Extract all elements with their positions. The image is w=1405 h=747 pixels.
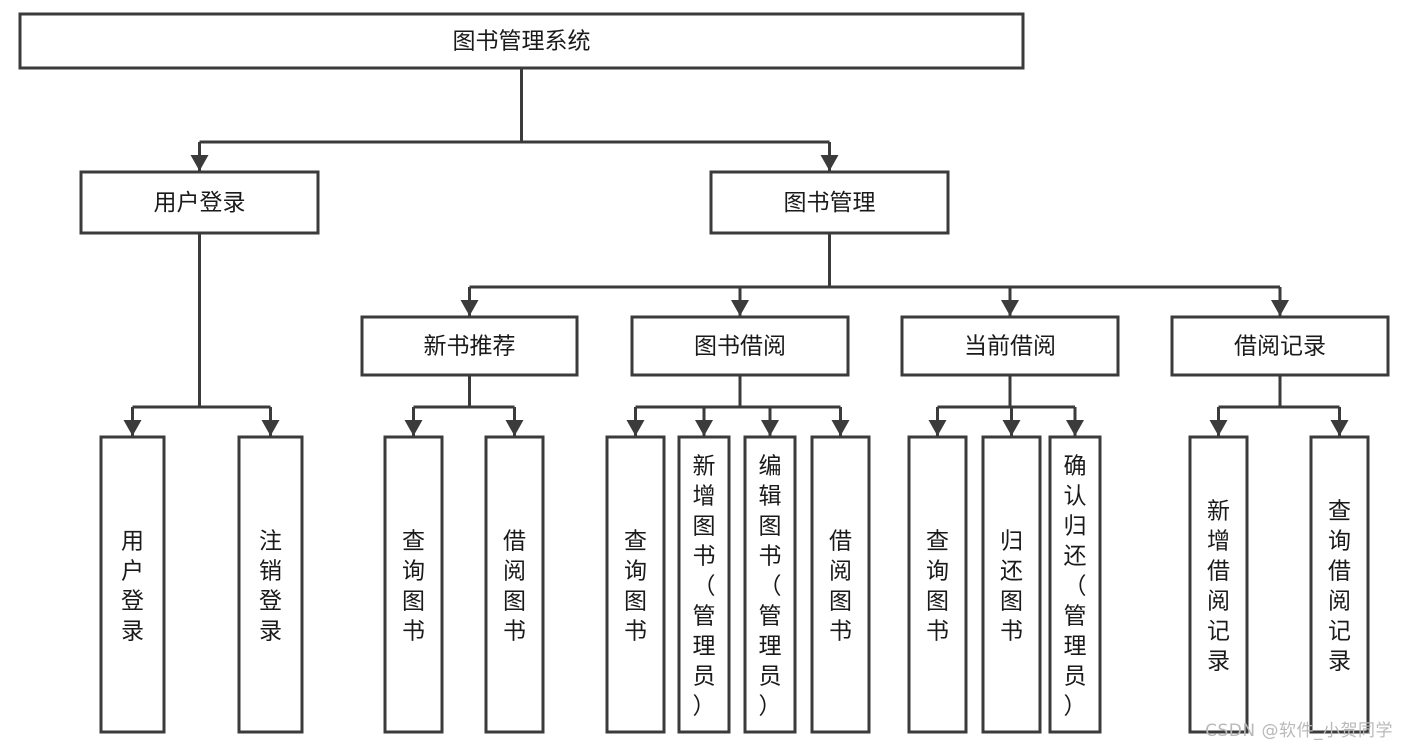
arrow-head-icon [404,420,423,436]
node-leaf-query-record-box[interactable] [1309,435,1370,734]
arrow-head-icon [1002,420,1021,436]
node-root[interactable]: 图书管理系统 [18,12,1025,70]
arrow-head-icon [261,420,280,436]
node-current-borrow[interactable]: 当前借阅 [900,315,1120,377]
node-book-borrow-label: 图书借阅 [694,334,786,360]
node-leaf-query-book-3-label: 查询图书 [926,529,949,645]
node-book-borrow[interactable]: 图书借阅 [630,315,850,377]
nodes-layer: 图书管理系统用户登录图书管理新书推荐图书借阅当前借阅借阅记录用户登录注销登录查询… [18,12,1390,734]
node-leaf-logout[interactable]: 注销登录 [237,435,304,734]
node-leaf-query-book-2-box[interactable] [605,435,666,734]
node-leaf-borrow-book-2-box[interactable] [810,435,871,734]
arrow-head-icon [1330,420,1349,436]
node-leaf-logout-box[interactable] [237,435,304,734]
arrow-head-icon [761,420,779,436]
node-current-borrow-label: 当前借阅 [964,334,1056,360]
node-leaf-add-record-box[interactable] [1188,435,1249,734]
arrow-head-icon [1001,300,1019,316]
arrow-head-icon [626,420,645,436]
node-leaf-query-record[interactable]: 查询借阅记录 [1309,435,1370,734]
arrow-head-icon [928,420,947,436]
arrow-head-icon [831,420,850,436]
node-leaf-confirm-return[interactable]: 确认归还（管理员） [1048,435,1102,734]
node-leaf-user-login-box[interactable] [99,435,166,734]
node-leaf-confirm-return-box[interactable] [1048,435,1102,734]
node-leaf-borrow-book-2[interactable]: 借阅图书 [810,435,871,734]
node-new-book-rec[interactable]: 新书推荐 [360,315,579,377]
arrow-head-icon [460,300,479,316]
arrow-head-icon [190,155,209,171]
node-leaf-logout-label: 注销登录 [259,529,282,645]
node-borrow-record-box[interactable] [1170,315,1390,377]
node-leaf-return-book-box[interactable] [981,435,1042,734]
node-leaf-return-book[interactable]: 归还图书 [981,435,1042,734]
node-leaf-return-book-label: 归还图书 [1000,529,1023,645]
node-user-login-label: 用户登录 [154,190,246,216]
node-leaf-edit-book-label: 编辑图书（管理员） [759,454,782,720]
node-leaf-query-book-2-label: 查询图书 [624,529,647,645]
node-leaf-confirm-return-label: 确认归还（管理员） [1064,454,1087,720]
node-borrow-record-label: 借阅记录 [1234,334,1326,360]
arrow-head-icon [123,420,142,436]
node-leaf-edit-book-box[interactable] [743,435,797,734]
node-book-manage-label: 图书管理 [784,190,876,216]
node-leaf-add-book-label: 新增图书（管理员） [693,454,716,720]
node-leaf-query-book-3[interactable]: 查询图书 [907,435,968,734]
node-leaf-borrow-book-2-label: 借阅图书 [829,529,852,645]
node-book-borrow-box[interactable] [630,315,850,377]
node-new-book-rec-label: 新书推荐 [424,334,516,360]
node-leaf-add-record-label: 新增借阅记录 [1207,499,1230,675]
node-leaf-query-record-label: 查询借阅记录 [1328,499,1351,675]
node-user-login[interactable]: 用户登录 [79,170,320,235]
node-leaf-borrow-book-1-label: 借阅图书 [503,529,526,645]
node-leaf-query-book-1-box[interactable] [383,435,444,734]
node-leaf-edit-book[interactable]: 编辑图书（管理员） [743,435,797,734]
node-leaf-user-login-label: 用户登录 [121,529,144,645]
node-leaf-query-book-1[interactable]: 查询图书 [383,435,444,734]
node-leaf-user-login[interactable]: 用户登录 [99,435,166,734]
node-book-manage-box[interactable] [709,170,950,235]
node-leaf-borrow-book-1[interactable]: 借阅图书 [484,435,545,734]
arrow-head-icon [695,420,713,436]
node-leaf-borrow-book-1-box[interactable] [484,435,545,734]
node-leaf-add-book-box[interactable] [677,435,731,734]
connectors-layer [123,68,1349,436]
node-leaf-add-record[interactable]: 新增借阅记录 [1188,435,1249,734]
arrow-head-icon [731,300,749,316]
node-user-login-box[interactable] [79,170,320,235]
node-leaf-query-book-1-label: 查询图书 [402,529,425,645]
node-borrow-record[interactable]: 借阅记录 [1170,315,1390,377]
node-book-manage[interactable]: 图书管理 [709,170,950,235]
arrow-head-icon [505,420,524,436]
node-root-box[interactable] [18,12,1025,70]
arrow-head-icon [1209,420,1228,436]
node-current-borrow-box[interactable] [900,315,1120,377]
node-leaf-query-book-2[interactable]: 查询图书 [605,435,666,734]
node-leaf-query-book-3-box[interactable] [907,435,968,734]
arrow-head-icon [820,155,839,171]
node-root-label: 图书管理系统 [453,29,591,55]
arrow-head-icon [1271,300,1289,316]
node-leaf-add-book[interactable]: 新增图书（管理员） [677,435,731,734]
arrow-head-icon [1066,420,1084,436]
node-new-book-rec-box[interactable] [360,315,579,377]
